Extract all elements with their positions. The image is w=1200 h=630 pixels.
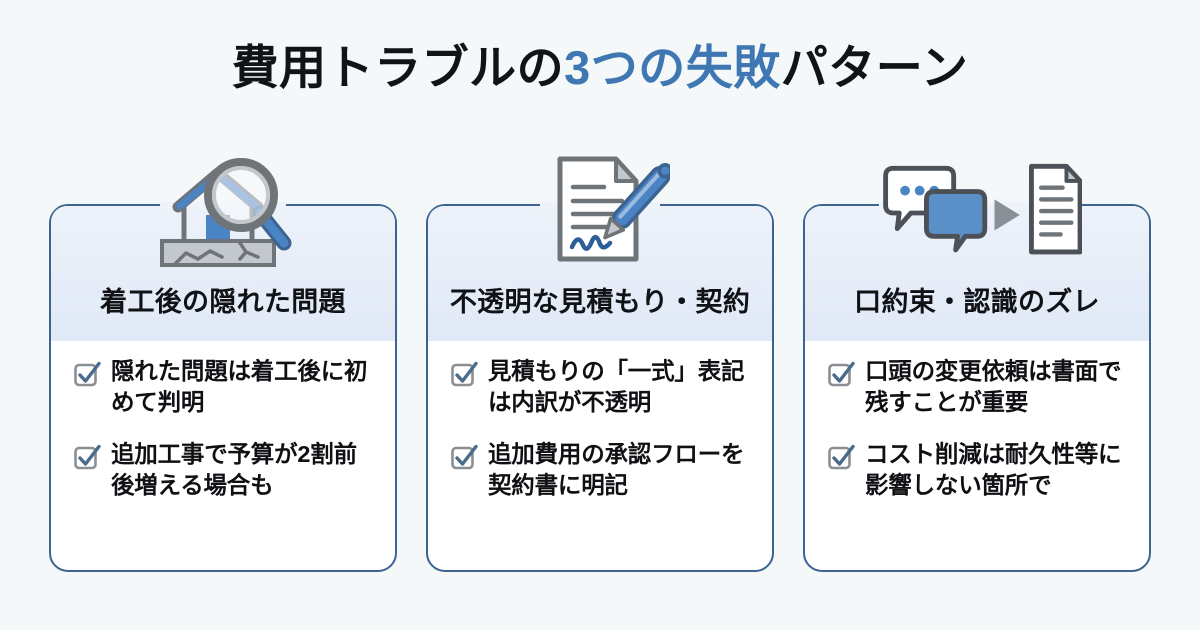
checkbox-checked-icon [451, 444, 478, 469]
chat-to-document-icon [872, 149, 1082, 269]
list-item: 隠れた問題は着工後に初めて判明 [73, 356, 377, 419]
checkbox-checked-icon [828, 361, 855, 387]
card-opaque-estimate-contract[interactable]: 不透明な見積もり・契約 見積もりの「一式」表記は内訳が不透明 追加費用の承認フロ… [426, 156, 774, 572]
contract-document-pen-icon [495, 149, 705, 269]
card-verbal-promise-mismatch[interactable]: 口約束・認識のズレ 口頭の変更依頼は書面で残すことが重要 コスト削減は耐久性等に… [803, 163, 1151, 572]
list-item-text: 隠れた問題は着工後に初めて判明 [111, 358, 368, 416]
card-hidden-problems[interactable]: 着工後の隠れた問題 隠れた問題は着工後に初めて判明 追加工事で予算が2割前後増え… [49, 158, 397, 572]
page-title: 費用トラブルの3つの失敗パターン [0, 42, 1200, 94]
card-1-body: 隠れた問題は着工後に初めて判明 追加工事で予算が2割前後増える場合も [73, 356, 377, 501]
house-inspection-magnifier-icon [118, 149, 328, 269]
card-3-heading: 口約束・認識のズレ [854, 287, 1100, 317]
list-item: 追加費用の承認フローを契約書に明記 [450, 439, 754, 502]
list-item-text: 追加費用の承認フローを契約書に明記 [488, 440, 745, 498]
list-item-text: 見積もりの「一式」表記は内訳が不透明 [488, 358, 745, 416]
speech-bubble-blue [924, 189, 988, 253]
list-item: 追加工事で予算が2割前後増える場合も [73, 439, 377, 502]
card-1-heading: 着工後の隠れた問題 [100, 287, 346, 317]
card-2-heading: 不透明な見積もり・契約 [449, 287, 751, 317]
page-title-container: 費用トラブルの3つの失敗パターン [0, 42, 1200, 94]
page-title-accent: 3つの失敗 [564, 41, 781, 94]
list-item: 口頭の変更依頼は書面で残すことが重要 [827, 356, 1131, 419]
list-item-text: 口頭の変更依頼は書面で残すことが重要 [865, 358, 1122, 416]
cards-row: 着工後の隠れた問題 隠れた問題は着工後に初めて判明 追加工事で予算が2割前後増え… [49, 156, 1151, 574]
checkbox-checked-icon [74, 444, 101, 469]
list-item-text: 追加工事で予算が2割前後増える場合も [111, 440, 357, 498]
checkbox-checked-icon [74, 361, 101, 387]
checkbox-checked-icon [451, 361, 478, 387]
list-item: コスト削減は耐久性等に影響しない箇所で [827, 439, 1131, 502]
page-title-tail: パターン [780, 41, 969, 94]
page-title-lead: 費用トラブルの [231, 41, 565, 94]
card-3-body: 口頭の変更依頼は書面で残すことが重要 コスト削減は耐久性等に影響しない箇所で [827, 356, 1131, 501]
list-item-text: コスト削減は耐久性等に影響しない箇所で [865, 440, 1122, 498]
list-item: 見積もりの「一式」表記は内訳が不透明 [450, 356, 754, 419]
card-2-body: 見積もりの「一式」表記は内訳が不透明 追加費用の承認フローを契約書に明記 [450, 356, 754, 501]
checkbox-checked-icon [828, 444, 855, 469]
